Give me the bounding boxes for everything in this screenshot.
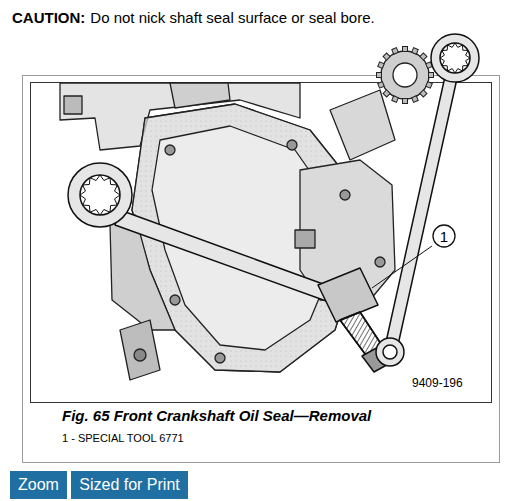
zoom-button: Zoom [10, 471, 67, 499]
print-button: Sized for Print [71, 471, 188, 499]
callout-text: 1 [440, 228, 448, 245]
caution-text: Do not nick shaft seal surface or seal b… [90, 9, 374, 26]
caution-heading: CAUTION: [12, 9, 85, 26]
figure-caption: Fig. 65 Front Crankshaft Oil Seal—Remova… [62, 407, 371, 424]
figure-number: 9409-196 [412, 376, 463, 390]
button-label: Sized for Print [79, 476, 179, 494]
button-label: Zoom [18, 476, 59, 494]
caution-line: CAUTION: Do not nick shaft seal surface o… [12, 9, 375, 26]
callout-number: 1 [432, 224, 456, 248]
legend-text: 1 - SPECIAL TOOL 6771 [62, 432, 184, 444]
